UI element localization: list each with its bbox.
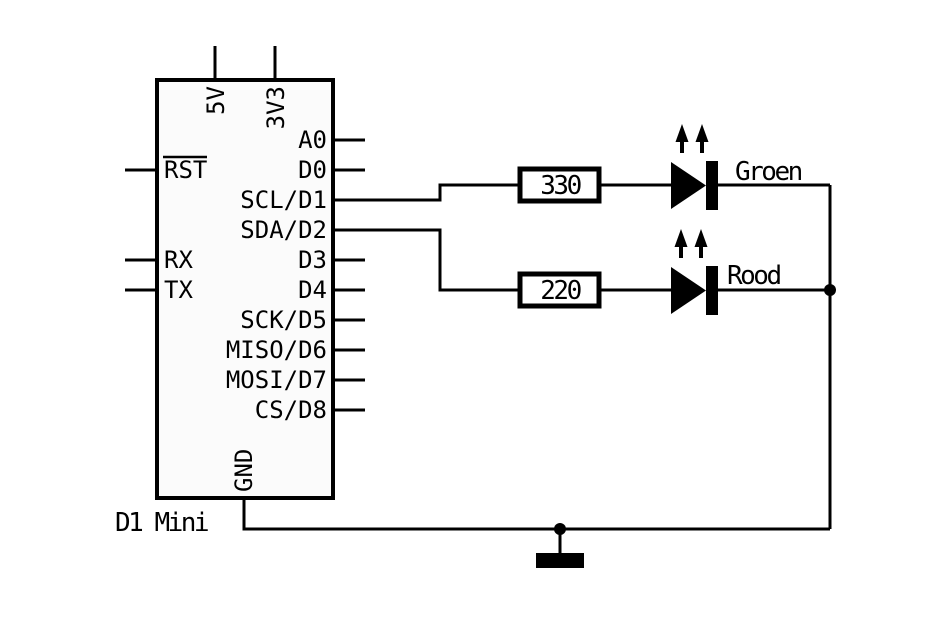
- led-rood-label: Rood: [727, 261, 780, 291]
- led-groen-triangle-icon: [671, 162, 706, 209]
- wire-scl-to-r330: [333, 183, 518, 202]
- led-groen-label: Groen: [735, 157, 802, 187]
- led-groen-cathode-bar: [706, 161, 718, 210]
- pin-label-d3: D3: [298, 246, 327, 274]
- led-rood-cathode-bar: [706, 266, 718, 315]
- pin-label-gnd: GND: [230, 449, 258, 492]
- wire-sda-to-r220: [333, 228, 518, 292]
- pin-label-tx: TX: [164, 276, 193, 304]
- component-title: D1 Mini: [115, 508, 208, 538]
- pin-label-3v3: 3V3: [262, 86, 290, 129]
- pin-label-scl-d1: SCL/D1: [240, 186, 327, 214]
- pin-label-cs-d8: CS/D8: [255, 396, 327, 424]
- resistor-220-body: [517, 271, 602, 309]
- wire-gnd-return: [242, 500, 830, 531]
- resistor-330-body: [517, 166, 602, 204]
- junction-dot-led-bus: [824, 284, 836, 296]
- led-groen-emission-arrowhead-icon: [695, 124, 709, 142]
- pin-label-rx: RX: [164, 246, 193, 274]
- pin-label-a0: A0: [298, 126, 327, 154]
- led-groen-emission-arrowhead-icon: [675, 124, 689, 142]
- led-rood-emission-arrowhead-icon: [674, 229, 688, 247]
- resistor-220-value: 220: [540, 276, 580, 306]
- pin-label-sda-d2: SDA/D2: [240, 216, 327, 244]
- mcu-symbol-body: [155, 78, 335, 500]
- pin-label-mosi-d7: MOSI/D7: [226, 366, 327, 394]
- pin-label-sck-d5: SCK/D5: [240, 306, 327, 334]
- pin-label-d0: D0: [298, 156, 327, 184]
- led-rood-emission-arrowhead-icon: [694, 229, 708, 247]
- ground-bar-icon: [536, 553, 584, 568]
- pin-label-d4: D4: [298, 276, 327, 304]
- resistor-330-value: 330: [540, 171, 580, 201]
- pin-label-5v: 5V: [202, 86, 230, 115]
- pin-label-rst: RST: [164, 156, 207, 184]
- led-rood-triangle-icon: [671, 267, 706, 314]
- pin-label-miso-d6: MISO/D6: [226, 336, 327, 364]
